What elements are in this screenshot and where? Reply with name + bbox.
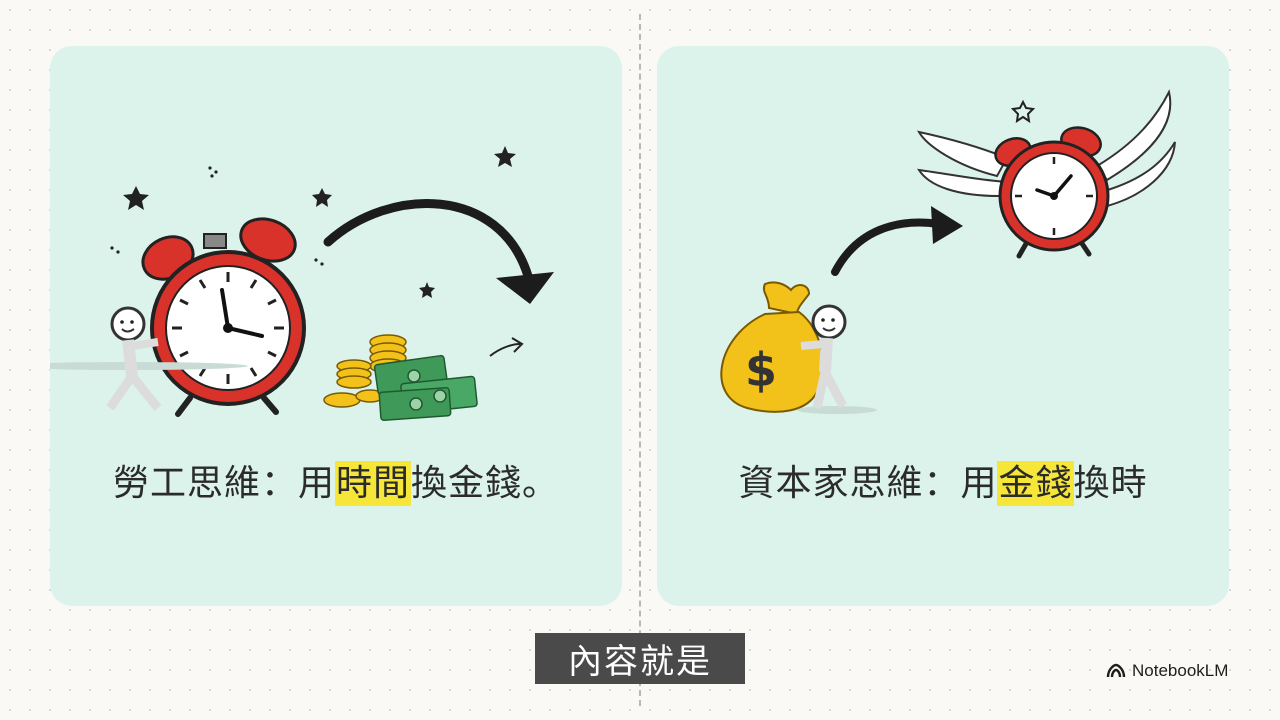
alarm-clock-icon — [141, 217, 306, 417]
notebooklm-logo-icon — [1106, 663, 1126, 678]
money-bag-icon: $ — [720, 281, 824, 413]
caption-text-end: 換時 — [1073, 463, 1148, 504]
curved-arrow-icon — [831, 206, 963, 276]
labor-mindset-panel: 勞工思維：用時間換金錢。 — [50, 46, 622, 606]
caption-text: 勞工思維：用 — [112, 463, 335, 504]
caption-highlight: 時間 — [334, 461, 411, 506]
labor-mindset-caption: 勞工思維：用時間換金錢。 — [50, 454, 622, 506]
notebooklm-watermark: NotebookLM — [1106, 659, 1228, 683]
cash-bundles-icon — [373, 354, 478, 421]
caption-text-end: 換金錢。 — [411, 463, 560, 504]
svg-text:$: $ — [745, 343, 777, 397]
video-subtitle: 內容就是 — [535, 633, 745, 684]
stick-figure-icon — [50, 306, 248, 411]
brand-name: NotebookLM — [1132, 661, 1229, 680]
curved-arrow-icon — [323, 199, 554, 304]
center-divider — [639, 14, 641, 706]
capitalist-mindset-panel: $ 資本家思維：用金錢換時 — [657, 46, 1229, 606]
capitalist-mindset-caption: 資本家思維：用金錢換時 — [657, 454, 1229, 506]
sparkle-stars — [110, 146, 516, 298]
labor-illustration — [50, 146, 554, 421]
winged-alarm-clock-icon — [917, 89, 1176, 259]
small-arrow-icon — [489, 343, 521, 357]
capitalist-illustration: $ — [720, 89, 1176, 414]
caption-text: 資本家思維：用 — [738, 463, 998, 504]
caption-highlight: 金錢 — [997, 461, 1074, 506]
sparkle-star-icon — [1010, 99, 1036, 124]
stick-figure-icon — [797, 304, 877, 414]
